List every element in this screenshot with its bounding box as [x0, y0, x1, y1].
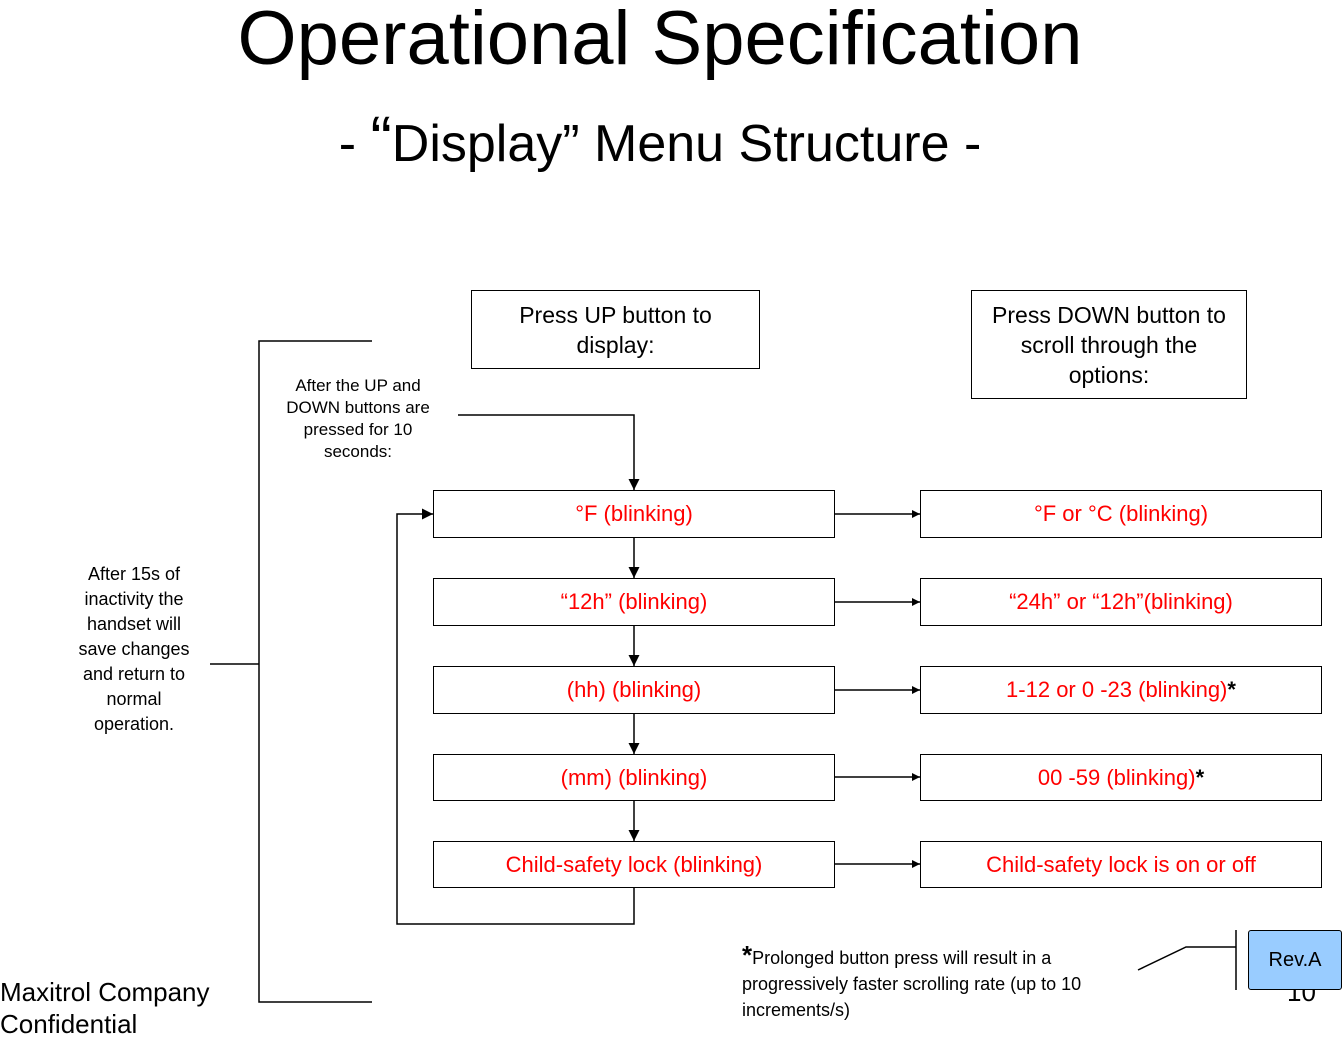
- option-star: *: [1195, 764, 1205, 790]
- loop-back-arrow: [396, 508, 635, 925]
- rev-badge: Rev.A: [1248, 930, 1342, 990]
- option-star: *: [1227, 677, 1236, 702]
- step-left-label: “12h” (blinking): [560, 589, 708, 614]
- step-left-minutes: (mm) (blinking): [433, 754, 835, 801]
- subtitle-quote: “: [370, 103, 392, 175]
- step-left-label: (hh) (blinking): [566, 677, 702, 702]
- timeout-note: After 15s of inactivity the handset will…: [78, 564, 190, 734]
- footnote-star: *: [742, 940, 753, 970]
- page-title: Operational Specification: [237, 0, 1083, 81]
- rev-label: Rev.A: [1268, 948, 1322, 971]
- option-temp-unit: °F or °C (blinking): [920, 490, 1322, 538]
- step-left-label: °F (blinking): [575, 501, 693, 526]
- header-down-box: Press DOWN button to scroll through the …: [971, 290, 1247, 399]
- page-subtitle: - “Display” Menu Structure -: [0, 104, 1320, 179]
- header-up-text: Press UP button to display:: [519, 301, 712, 358]
- option-label: 1-12 or 0 -23 (blinking): [1006, 677, 1228, 702]
- subtitle-open: -: [338, 115, 371, 173]
- footer-confidential: Confidential: [0, 1009, 138, 1039]
- entry-arrow: [458, 414, 640, 490]
- option-label: °F or °C (blinking): [1033, 501, 1209, 526]
- step-left-temp-unit: °F (blinking): [433, 490, 835, 538]
- header-down-text: Press DOWN button to scroll through the …: [992, 301, 1226, 388]
- footer-company: Maxitrol Company: [0, 977, 210, 1007]
- footnote: *Prolonged button press will result in a…: [742, 942, 1122, 1023]
- option-label: 00 -59 (blinking): [1037, 764, 1196, 790]
- step-left-label: (mm) (blinking): [560, 764, 708, 790]
- option-hours: 1-12 or 0 -23 (blinking)*: [920, 666, 1322, 714]
- footnote-text: Prolonged button press will result in a …: [742, 948, 1082, 1020]
- step-left-clock-format: “12h” (blinking): [433, 578, 835, 626]
- subtitle-text: Display” Menu Structure -: [391, 115, 982, 173]
- step-left-child-lock: Child-safety lock (blinking): [433, 841, 835, 888]
- entry-note: After the UP and DOWN buttons are presse…: [286, 376, 430, 461]
- option-label: “24h” or “12h”(blinking): [1009, 589, 1233, 614]
- option-minutes: 00 -59 (blinking)*: [920, 754, 1322, 801]
- rev-callout-line: [1137, 946, 1236, 971]
- timeout-bracket: [258, 340, 372, 1003]
- option-label: Child-safety lock is on or off: [986, 851, 1256, 877]
- option-child-lock: Child-safety lock is on or off: [920, 841, 1322, 888]
- header-up-box: Press UP button to display:: [471, 290, 760, 369]
- step-left-hours: (hh) (blinking): [433, 666, 835, 714]
- step-left-label: Child-safety lock (blinking): [505, 851, 763, 877]
- option-clock-format: “24h” or “12h”(blinking): [920, 578, 1322, 626]
